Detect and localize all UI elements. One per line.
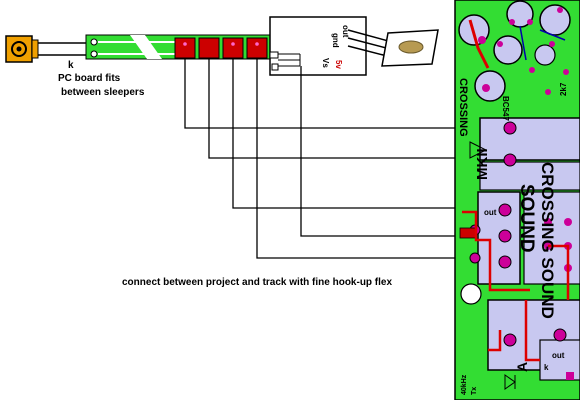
connect-note: connect between project and track with f… [122,277,392,288]
board-text-sound: SOUND [516,184,537,253]
board-text-tx: Tx [471,387,478,395]
hookup-wires [184,58,487,259]
pad-1 [174,37,196,59]
board-text-k: k [544,363,549,372]
board-text-out: out [484,208,497,217]
ir-receiver-module [269,16,439,76]
strip-pcb [85,34,297,60]
sensor-vs-label: Vs [321,58,330,68]
board-text-frequency: 40kHz [461,374,468,395]
board-text-bc547: BC547 [501,96,510,121]
board-text-out-2: out [552,351,565,360]
main-pcb: SOUND CROSSING SOUND MKII CROSSING BC547… [454,0,580,400]
sensor-gnd-label: gnd [331,33,340,48]
sensor-out-label: out [341,25,350,38]
board-text-a: A [514,362,530,372]
pad-3 [222,37,244,59]
pad-2 [198,37,220,59]
ir-led [5,35,39,63]
pcb-note-line-1: PC board fits [58,73,121,84]
board-text-crossing-sound: CROSSING SOUND [538,162,557,319]
ir-led-leads [38,42,88,56]
board-text-crossing: CROSSING [457,78,469,137]
pad-4 [246,37,268,59]
board-text-mkii: MKII [474,148,491,180]
sensor-5v-label: 5v [334,60,343,69]
pcb-note-line-2: between sleepers [61,87,145,98]
ir-led-label: k [68,60,74,71]
board-text-ic: 2k7 [559,82,568,96]
